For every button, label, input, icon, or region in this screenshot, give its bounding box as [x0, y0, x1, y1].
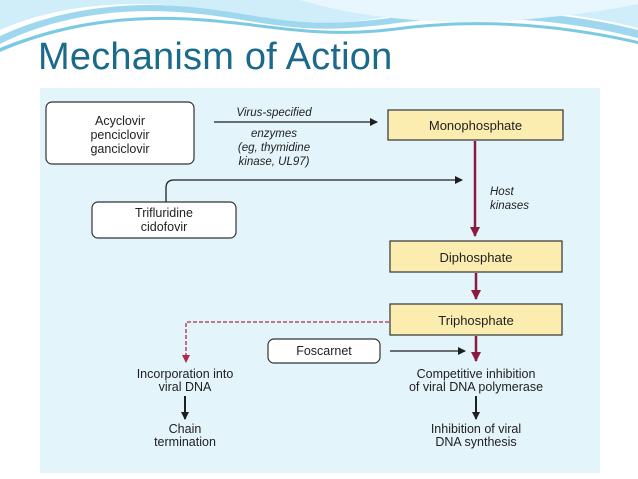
- inhibition-synthesis-line1: Inhibition of viral: [431, 422, 521, 436]
- incorporation-label-line2: viral DNA: [159, 380, 212, 394]
- header-swoosh: [0, 0, 638, 52]
- enzyme-label-line4: kinase, UL97): [239, 156, 310, 168]
- monophosphate-box: [387, 109, 564, 141]
- triphosphate-label: Triphosphate: [438, 313, 513, 328]
- drug-label-ganciclovir: ganciclovir: [90, 142, 149, 156]
- chain-termination-line2: termination: [154, 435, 216, 449]
- enzyme-label-line1: Virus-specified: [236, 107, 312, 119]
- mechanism-diagram: Acyclovir penciclovir ganciclovir Virus-…: [45, 101, 564, 449]
- incorporation-label-line1: Incorporation into: [137, 367, 234, 381]
- monophosphate-label: Monophosphate: [429, 118, 522, 133]
- drug-box-trifluridine-group: [91, 201, 237, 239]
- competitive-inhibition-line1: Competitive inhibition: [417, 367, 536, 381]
- trifluridine-arrow: [165, 176, 463, 206]
- host-kinases-label-line2: kinases: [490, 200, 529, 212]
- drug-label-acyclovir: Acyclovir: [95, 114, 145, 128]
- foscarnet-label: Foscarnet: [296, 344, 352, 358]
- diphosphate-label: Diphosphate: [440, 250, 513, 265]
- competitive-inhibition-line2: of viral DNA polymerase: [409, 380, 543, 394]
- slide-title: Mechanism of Action: [38, 36, 393, 78]
- triphosphate-box: [389, 303, 563, 336]
- drug-label-cidofovir: cidofovir: [141, 220, 188, 234]
- incorporation-dashed-arrow: [182, 321, 389, 363]
- inhibition-synthesis-line2: DNA synthesis: [435, 435, 516, 449]
- enzyme-label-line2: enzymes: [251, 128, 297, 140]
- drug-box-acyclovir-group: [45, 101, 195, 165]
- foscarnet-box: [267, 338, 381, 364]
- host-kinases-label-line1: Host: [490, 186, 514, 198]
- drug-label-trifluridine: Trifluridine: [135, 206, 193, 220]
- enzyme-label-line3: (eg, thymidine: [238, 142, 310, 154]
- chain-termination-line1: Chain: [169, 422, 202, 436]
- diphosphate-box: [389, 240, 563, 273]
- drug-label-penciclovir: penciclovir: [90, 128, 149, 142]
